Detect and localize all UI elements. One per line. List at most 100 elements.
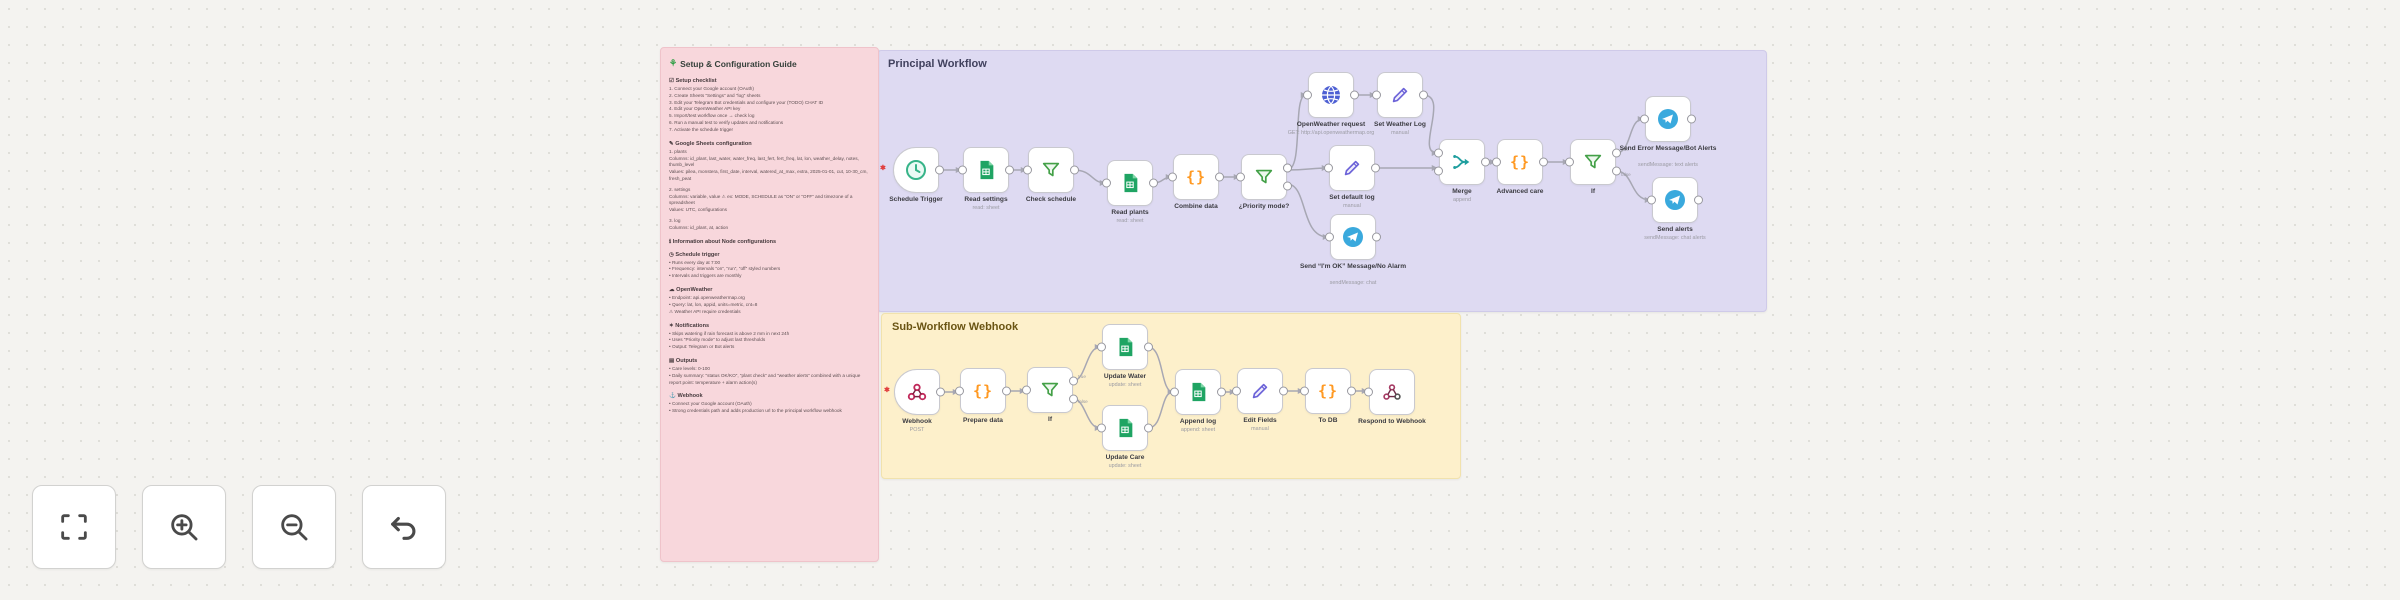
input-port[interactable] (1324, 163, 1333, 173)
node-update-care[interactable]: Update Care update: sheet (1097, 405, 1153, 469)
output-port[interactable] (1002, 386, 1011, 396)
node-label: Set Weather Log (1374, 121, 1426, 128)
output-port[interactable] (1539, 157, 1548, 167)
output-port[interactable] (1144, 342, 1153, 352)
node-label: Read plants (1111, 209, 1149, 216)
node-label: To DB (1318, 417, 1338, 424)
output-port[interactable] (1070, 165, 1079, 175)
node-label: Prepare data (963, 417, 1003, 424)
clock-icon (904, 158, 928, 182)
input-port-1[interactable] (1434, 148, 1443, 158)
input-port[interactable] (1364, 387, 1373, 397)
output-port[interactable] (1347, 386, 1356, 396)
node-send-error-message[interactable]: Send Error Message/Bot Alerts sendMessag… (1620, 96, 1716, 168)
guide-line: • Query: lat, lon, appid, units=metric, … (669, 301, 758, 307)
output-port[interactable] (1279, 386, 1288, 396)
input-port[interactable] (1492, 157, 1501, 167)
output-port[interactable] (1350, 90, 1359, 100)
input-port[interactable] (1097, 342, 1106, 352)
filter-icon (1253, 166, 1275, 188)
node-label: If (1590, 188, 1596, 195)
output-port-false[interactable] (1283, 181, 1292, 191)
guide-line: 4. Edit your OpenWeather API key (669, 106, 741, 112)
input-port[interactable] (1300, 386, 1309, 396)
node-label: ¿Priority mode? (1238, 203, 1290, 210)
node-set-weather-log[interactable]: Set Weather Log manual (1372, 72, 1428, 136)
output-port[interactable] (1372, 232, 1381, 242)
sticky-note-setup-guide[interactable]: ⚘ Setup & Configuration Guide ☑ Setup ch… (660, 47, 879, 562)
input-port-2[interactable] (1434, 166, 1443, 176)
input-port[interactable] (958, 165, 967, 175)
node-sublabel: read: sheet (972, 205, 1000, 211)
node-read-settings[interactable]: Read settings read: sheet (958, 147, 1014, 211)
output-port-false[interactable] (1069, 394, 1078, 404)
input-port[interactable] (1647, 195, 1656, 205)
output-port[interactable] (1371, 163, 1380, 173)
node-combine-data[interactable]: {} Combine data (1168, 154, 1224, 210)
pencil-icon (1249, 380, 1271, 402)
output-port[interactable] (936, 387, 945, 397)
node-respond-to-webhook[interactable]: Respond to Webhook (1358, 369, 1426, 425)
node-to-db[interactable]: {} To DB (1300, 368, 1356, 424)
node-label: Respond to Webhook (1358, 418, 1426, 425)
output-port[interactable] (1419, 90, 1428, 100)
input-port[interactable] (1168, 172, 1177, 182)
telegram-icon (1341, 225, 1365, 249)
node-label: Append log (1179, 418, 1217, 425)
input-port[interactable] (1097, 423, 1106, 433)
node-prepare-data[interactable]: {} Prepare data (955, 368, 1011, 424)
node-append-log[interactable]: Append log append: sheet (1170, 369, 1226, 433)
input-port[interactable] (1170, 387, 1179, 397)
zoom-out-button[interactable] (252, 485, 336, 569)
guide-section-heading: ☑ Setup checklist (669, 78, 717, 84)
output-port[interactable] (1694, 195, 1703, 205)
node-merge[interactable]: Merge append (1434, 139, 1490, 203)
input-port[interactable] (1236, 172, 1245, 182)
respond-webhook-icon (1381, 381, 1403, 403)
guide-line: 1. plants (669, 148, 687, 154)
input-port[interactable] (1102, 178, 1111, 188)
guide-line: Values: UTC, configurations (669, 207, 728, 213)
node-edit-fields[interactable]: Edit Fields manual (1232, 368, 1288, 432)
input-port[interactable] (955, 386, 964, 396)
wire-label-false: false (1621, 172, 1631, 177)
output-port[interactable] (1217, 387, 1226, 397)
node-openweather-request[interactable]: OpenWeather request GET: http://api.open… (1288, 72, 1374, 136)
output-port[interactable] (1215, 172, 1224, 182)
node-priority-mode-switch[interactable]: ¿Priority mode? (1236, 154, 1292, 210)
output-port[interactable] (1149, 178, 1158, 188)
undo-button[interactable] (362, 485, 446, 569)
zoom-in-button[interactable] (142, 485, 226, 569)
guide-line: • Connect your Google account (OAuth) (669, 401, 752, 407)
node-check-schedule[interactable]: Check schedule (1023, 147, 1079, 203)
guide-section-heading: ☁ OpenWeather (669, 287, 713, 294)
input-port[interactable] (1372, 90, 1381, 100)
output-port[interactable] (1687, 114, 1696, 124)
node-sublabel: manual (1343, 203, 1361, 209)
output-port-true[interactable] (1283, 163, 1292, 173)
input-port[interactable] (1232, 386, 1241, 396)
fit-view-button[interactable] (32, 485, 116, 569)
input-port[interactable] (1325, 232, 1334, 242)
input-port[interactable] (1640, 114, 1649, 124)
node-label: Send alerts (1657, 226, 1693, 233)
input-port[interactable] (1303, 90, 1312, 100)
guide-line: 5. Import/test workflow once → check log (669, 113, 755, 119)
input-port[interactable] (1022, 385, 1031, 395)
node-send-ok-message[interactable]: Send “I'm OK” Message/No Alarm sendMessa… (1300, 214, 1406, 286)
node-set-default-log[interactable]: Set default log manual (1324, 145, 1380, 209)
node-webhook[interactable]: Webhook POST (894, 369, 945, 433)
input-port[interactable] (1023, 165, 1032, 175)
output-port[interactable] (935, 165, 944, 175)
node-send-alerts[interactable]: Send alerts sendMessage: chat alerts (1644, 177, 1706, 241)
output-port[interactable] (1481, 157, 1490, 167)
node-read-plants[interactable]: Read plants read: sheet (1102, 160, 1158, 224)
output-port[interactable] (1005, 165, 1014, 175)
node-schedule-trigger[interactable]: Schedule Trigger (889, 147, 944, 203)
google-sheets-icon (1187, 381, 1209, 403)
guide-line: • Skips watering if rain forecast is abo… (669, 330, 790, 336)
node-advanced-care[interactable]: {} Advanced care (1492, 139, 1548, 195)
input-port[interactable] (1565, 157, 1574, 167)
node-update-water[interactable]: Update Water update: sheet (1097, 324, 1153, 388)
